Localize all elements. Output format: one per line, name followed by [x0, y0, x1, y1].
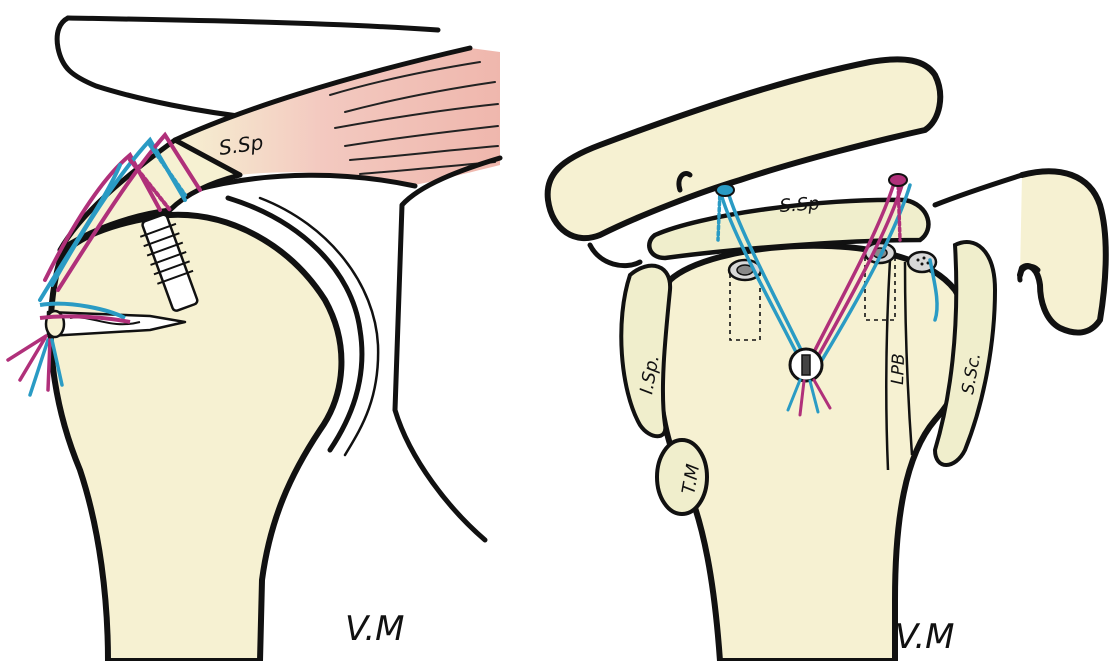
tendon-label-right: S.Sp: [779, 193, 820, 217]
lateral-anchor-right: [790, 349, 822, 381]
signature-right: V.M: [895, 617, 955, 657]
humeral-head-left: [51, 215, 342, 661]
acromion-top-edge: [68, 18, 438, 30]
right-panel-anterior-view: S.Sp I.Sp. T.M LPB S.Sc. V.M: [548, 59, 1106, 661]
infraspinatus-muscle: [621, 266, 670, 437]
acromion-left: [57, 18, 255, 118]
knot-anterior: [889, 174, 907, 186]
humeral-head-right: [658, 246, 969, 661]
left-panel-lateral-view: S.Sp V.M: [8, 18, 500, 661]
scapula-neck: [395, 158, 500, 540]
signature-left: V.M: [345, 609, 405, 649]
biceps-label: LPB: [888, 353, 909, 385]
knot-posterior: [716, 184, 734, 196]
coracoid-process: [1020, 171, 1106, 332]
